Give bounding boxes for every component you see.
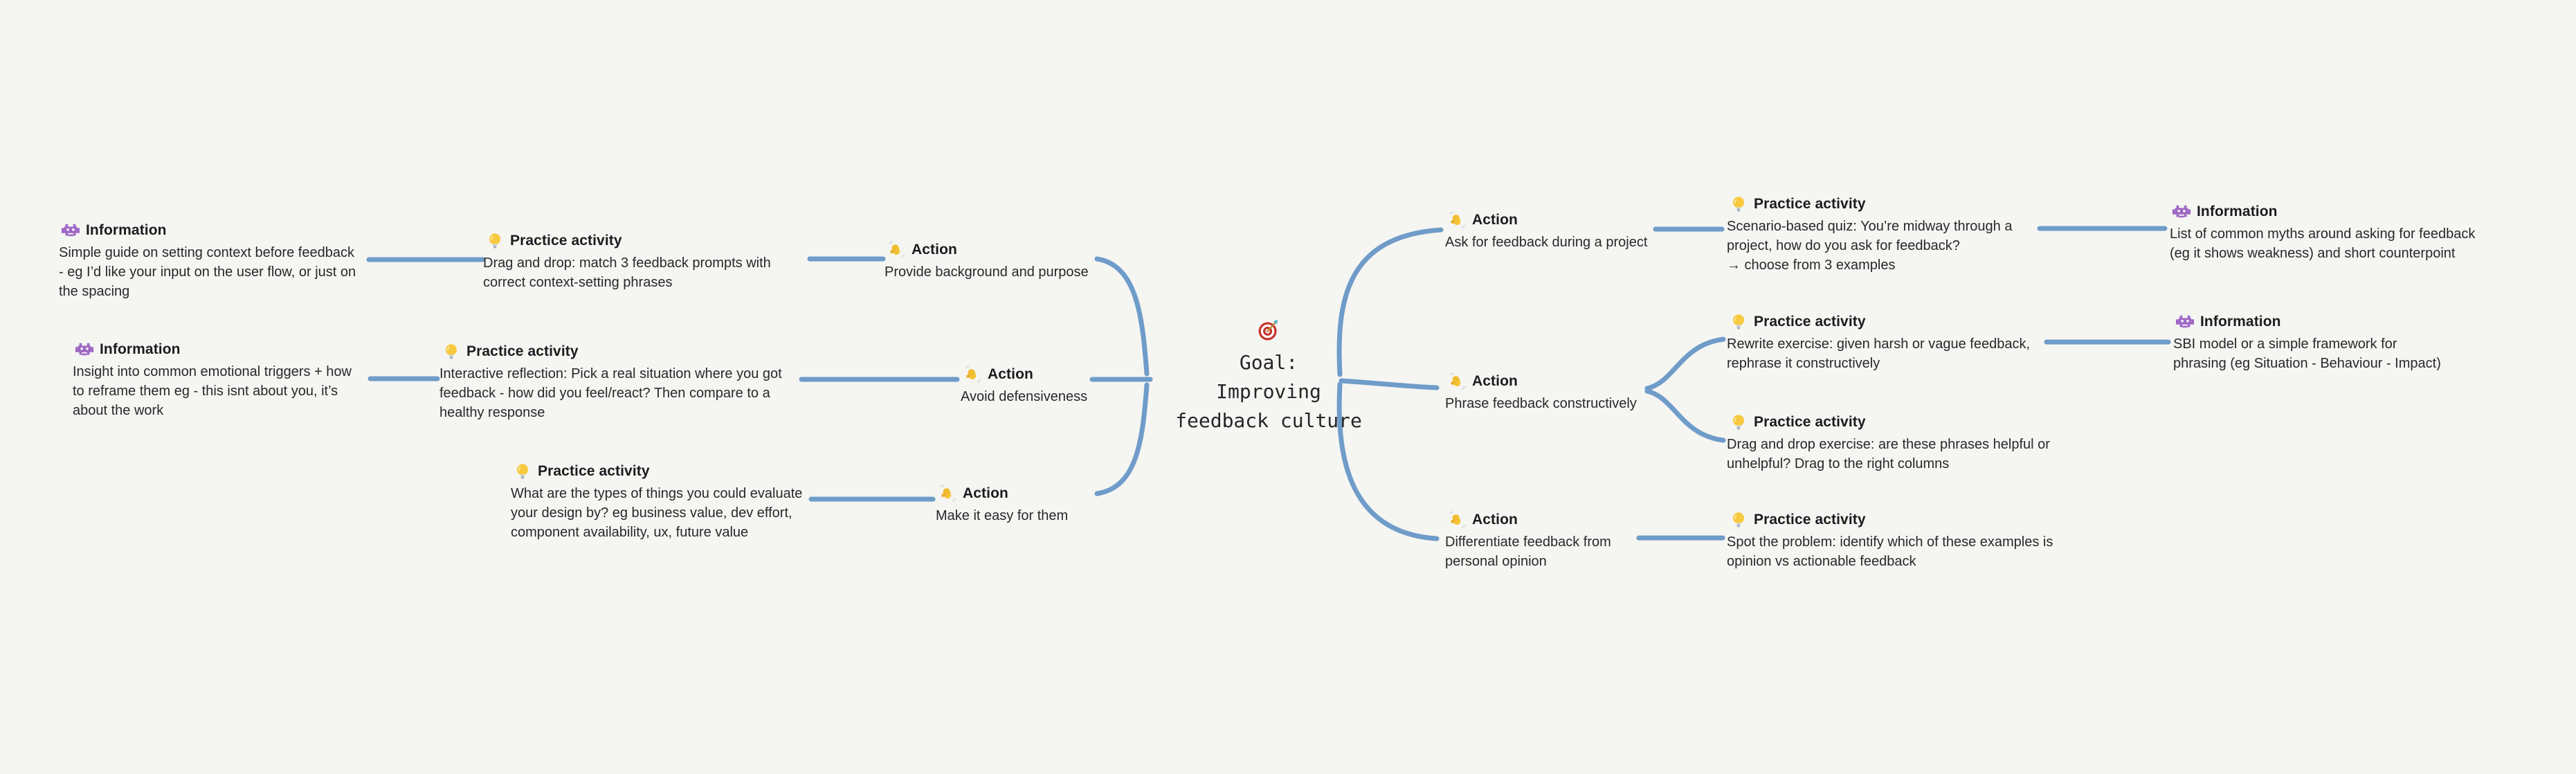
node-practice-activity[interactable]: Practice activity Drag and drop: match 3… [483,231,815,292]
node-action[interactable]: Action Ask for feedback during a project [1445,210,1694,252]
node-practice-activity[interactable]: Practice activity Scenario-based quiz: Y… [1727,194,2059,275]
node-body-text: Phrase feedback constructively [1445,396,1637,411]
goal-node[interactable]: Goal: Improving feedback culture [1096,318,1442,435]
node-header: Action [961,364,1168,385]
node-type-label: Action [963,485,1008,501]
lightbulb-icon [1729,313,1748,332]
node-header: Practice activity [1727,510,2101,530]
waving-hand-icon [1447,211,1466,230]
goal-title: Goal: Improving feedback culture [1175,351,1362,432]
node-header: Practice activity [483,231,815,251]
lightbulb-icon [1729,511,1748,530]
node-header: Practice activity [1727,412,2087,433]
node-type-label: Practice activity [510,233,622,249]
node-type-label: Action [988,366,1033,382]
space-invader-icon [61,222,80,240]
space-invader-icon [2175,313,2194,332]
lightbulb-icon [513,462,532,481]
node-type-label: Action [911,242,957,258]
node-body-text: Make it easy for them [936,508,1069,523]
node-body-text: Insight into common emotional triggers +… [73,364,352,418]
node-practice-activity[interactable]: Practice activity Spot the problem: iden… [1727,510,2101,571]
node-header: Information [59,220,384,241]
node-practice-activity[interactable]: Practice activity Interactive reflection… [439,341,799,422]
node-type-label: Action [1472,373,1518,389]
waving-hand-icon [938,485,956,503]
node-body-text: What are the types of things you could e… [511,486,803,540]
node-information[interactable]: Information Simple guide on setting cont… [59,220,384,301]
waving-hand-icon [1447,511,1466,530]
node-header: Practice activity [1727,194,2059,215]
node-action[interactable]: Action Differentiate feedback from perso… [1445,510,1674,571]
waving-hand-icon [1447,372,1466,391]
node-body-text: Avoid defensiveness [961,389,1088,404]
lightbulb-icon [485,232,504,251]
node-action[interactable]: Action Phrase feedback constructively [1445,371,1680,413]
node-header: Practice activity [511,461,850,482]
node-body-text: Drag and drop: match 3 feedback prompts … [483,255,771,290]
node-information[interactable]: Information List of common myths around … [2170,201,2502,263]
node-practice-activity[interactable]: Practice activity Rewrite exercise: give… [1727,312,2073,373]
node-header: Practice activity [439,341,799,362]
target-icon [1096,318,1442,345]
node-action[interactable]: Action Make it easy for them [936,483,1143,525]
node-body-text: Rewrite exercise: given harsh or vague f… [1727,336,2031,371]
node-header: Action [936,483,1143,504]
node-header: Action [1445,510,1674,530]
node-body-text: Differentiate feedback from personal opi… [1445,534,1611,569]
node-body-text: Spot the problem: identify which of thes… [1727,534,2053,569]
node-type-label: Practice activity [466,343,579,359]
node-type-label: Practice activity [1754,314,1866,330]
waving-hand-icon [887,241,905,260]
node-header: Practice activity [1727,312,2073,332]
node-practice-activity[interactable]: Practice activity Drag and drop exercise… [1727,412,2087,474]
node-header: Information [73,339,384,360]
node-body-text: Interactive reflection: Pick a real situ… [439,366,782,420]
space-invader-icon [75,341,93,359]
node-information[interactable]: Information Insight into common emotiona… [73,339,384,420]
node-practice-activity[interactable]: Practice activity What are the types of … [511,461,850,542]
lightbulb-icon [1729,413,1748,432]
node-type-label: Information [100,341,181,357]
node-body-text: List of common myths around asking for f… [2170,226,2476,261]
node-type-label: Practice activity [1754,414,1866,430]
node-body-text: Scenario-based quiz: You’re midway throu… [1727,219,2013,273]
node-action[interactable]: Action Provide background and purpose [885,240,1120,282]
node-type-label: Practice activity [1754,512,1866,528]
node-body-text: Simple guide on setting context before f… [59,245,356,299]
node-header: Action [1445,210,1694,231]
lightbulb-icon [442,343,460,361]
node-header: Action [1445,371,1680,392]
node-type-label: Practice activity [538,463,650,479]
space-invader-icon [2172,203,2190,222]
waving-hand-icon [963,366,981,384]
node-type-label: Practice activity [1754,196,1866,212]
node-action[interactable]: Action Avoid defensiveness [961,364,1168,406]
node-body-text: SBI model or a simple framework for phra… [2173,336,2441,371]
node-type-label: Information [2197,204,2278,219]
node-header: Information [2170,201,2502,222]
node-body-text: Provide background and purpose [885,264,1089,280]
node-header: Information [2173,312,2492,332]
node-type-label: Information [2200,314,2281,330]
lightbulb-icon [1729,195,1748,214]
node-type-label: Action [1472,212,1518,228]
node-type-label: Action [1472,512,1518,528]
node-information[interactable]: Information SBI model or a simple framew… [2173,312,2492,373]
node-body-text: Ask for feedback during a project [1445,235,1648,250]
node-type-label: Information [86,222,167,238]
node-body-text: Drag and drop exercise: are these phrase… [1727,437,2050,471]
node-header: Action [885,240,1120,260]
